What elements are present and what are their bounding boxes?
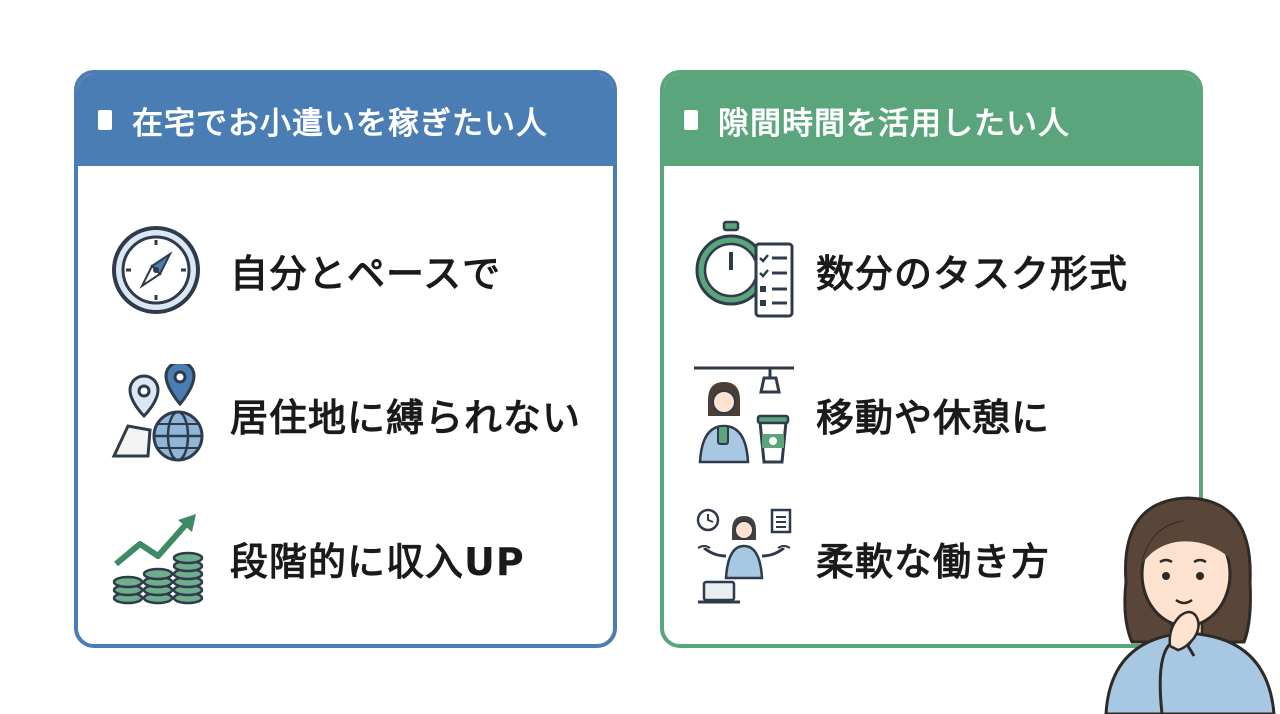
stopwatch-checklist-icon (695, 220, 794, 318)
right-panel: 隙間時間を活用したい人 数分のタスク形式 (660, 70, 1203, 648)
right-item-tasks: 数分のタスク形式 (694, 220, 1128, 320)
right-item-flexible: 柔軟な働き方 (694, 508, 1050, 608)
left-item-label: 段階的に収入UP (230, 539, 525, 584)
right-item-label: 柔軟な働き方 (816, 539, 1051, 584)
left-item-income: 段階的に収入UP (108, 508, 525, 608)
bullet-icon (684, 110, 698, 130)
right-item-label: 数分のタスク形式 (816, 251, 1129, 296)
thinking-woman-illustration (1104, 496, 1276, 714)
right-item-commute: 移動や休憩に (694, 364, 1050, 464)
left-item-label: 自分とペースで (230, 251, 502, 296)
growth-coins-icon (112, 514, 204, 605)
left-panel: 在宅でお小遣いを稼ぎたい人 自分とペースで 居住地 (74, 70, 617, 648)
bullet-icon (98, 110, 112, 130)
left-panel-title: 在宅でお小遣いを稼ぎたい人 (132, 105, 548, 142)
right-panel-header: 隙間時間を活用したい人 (664, 74, 1199, 166)
left-item-location: 居住地に縛られない (108, 364, 581, 464)
compass-icon (112, 226, 200, 314)
flexible-work-icon (696, 508, 792, 604)
left-item-label: 居住地に縛られない (230, 395, 582, 440)
right-panel-title: 隙間時間を活用したい人 (718, 105, 1070, 142)
map-globe-icon (111, 364, 204, 462)
right-item-label: 移動や休憩に (816, 395, 1051, 440)
commuter-coffee-icon (694, 366, 794, 464)
left-item-pace: 自分とペースで (108, 220, 501, 320)
left-panel-header: 在宅でお小遣いを稼ぎたい人 (78, 74, 613, 166)
